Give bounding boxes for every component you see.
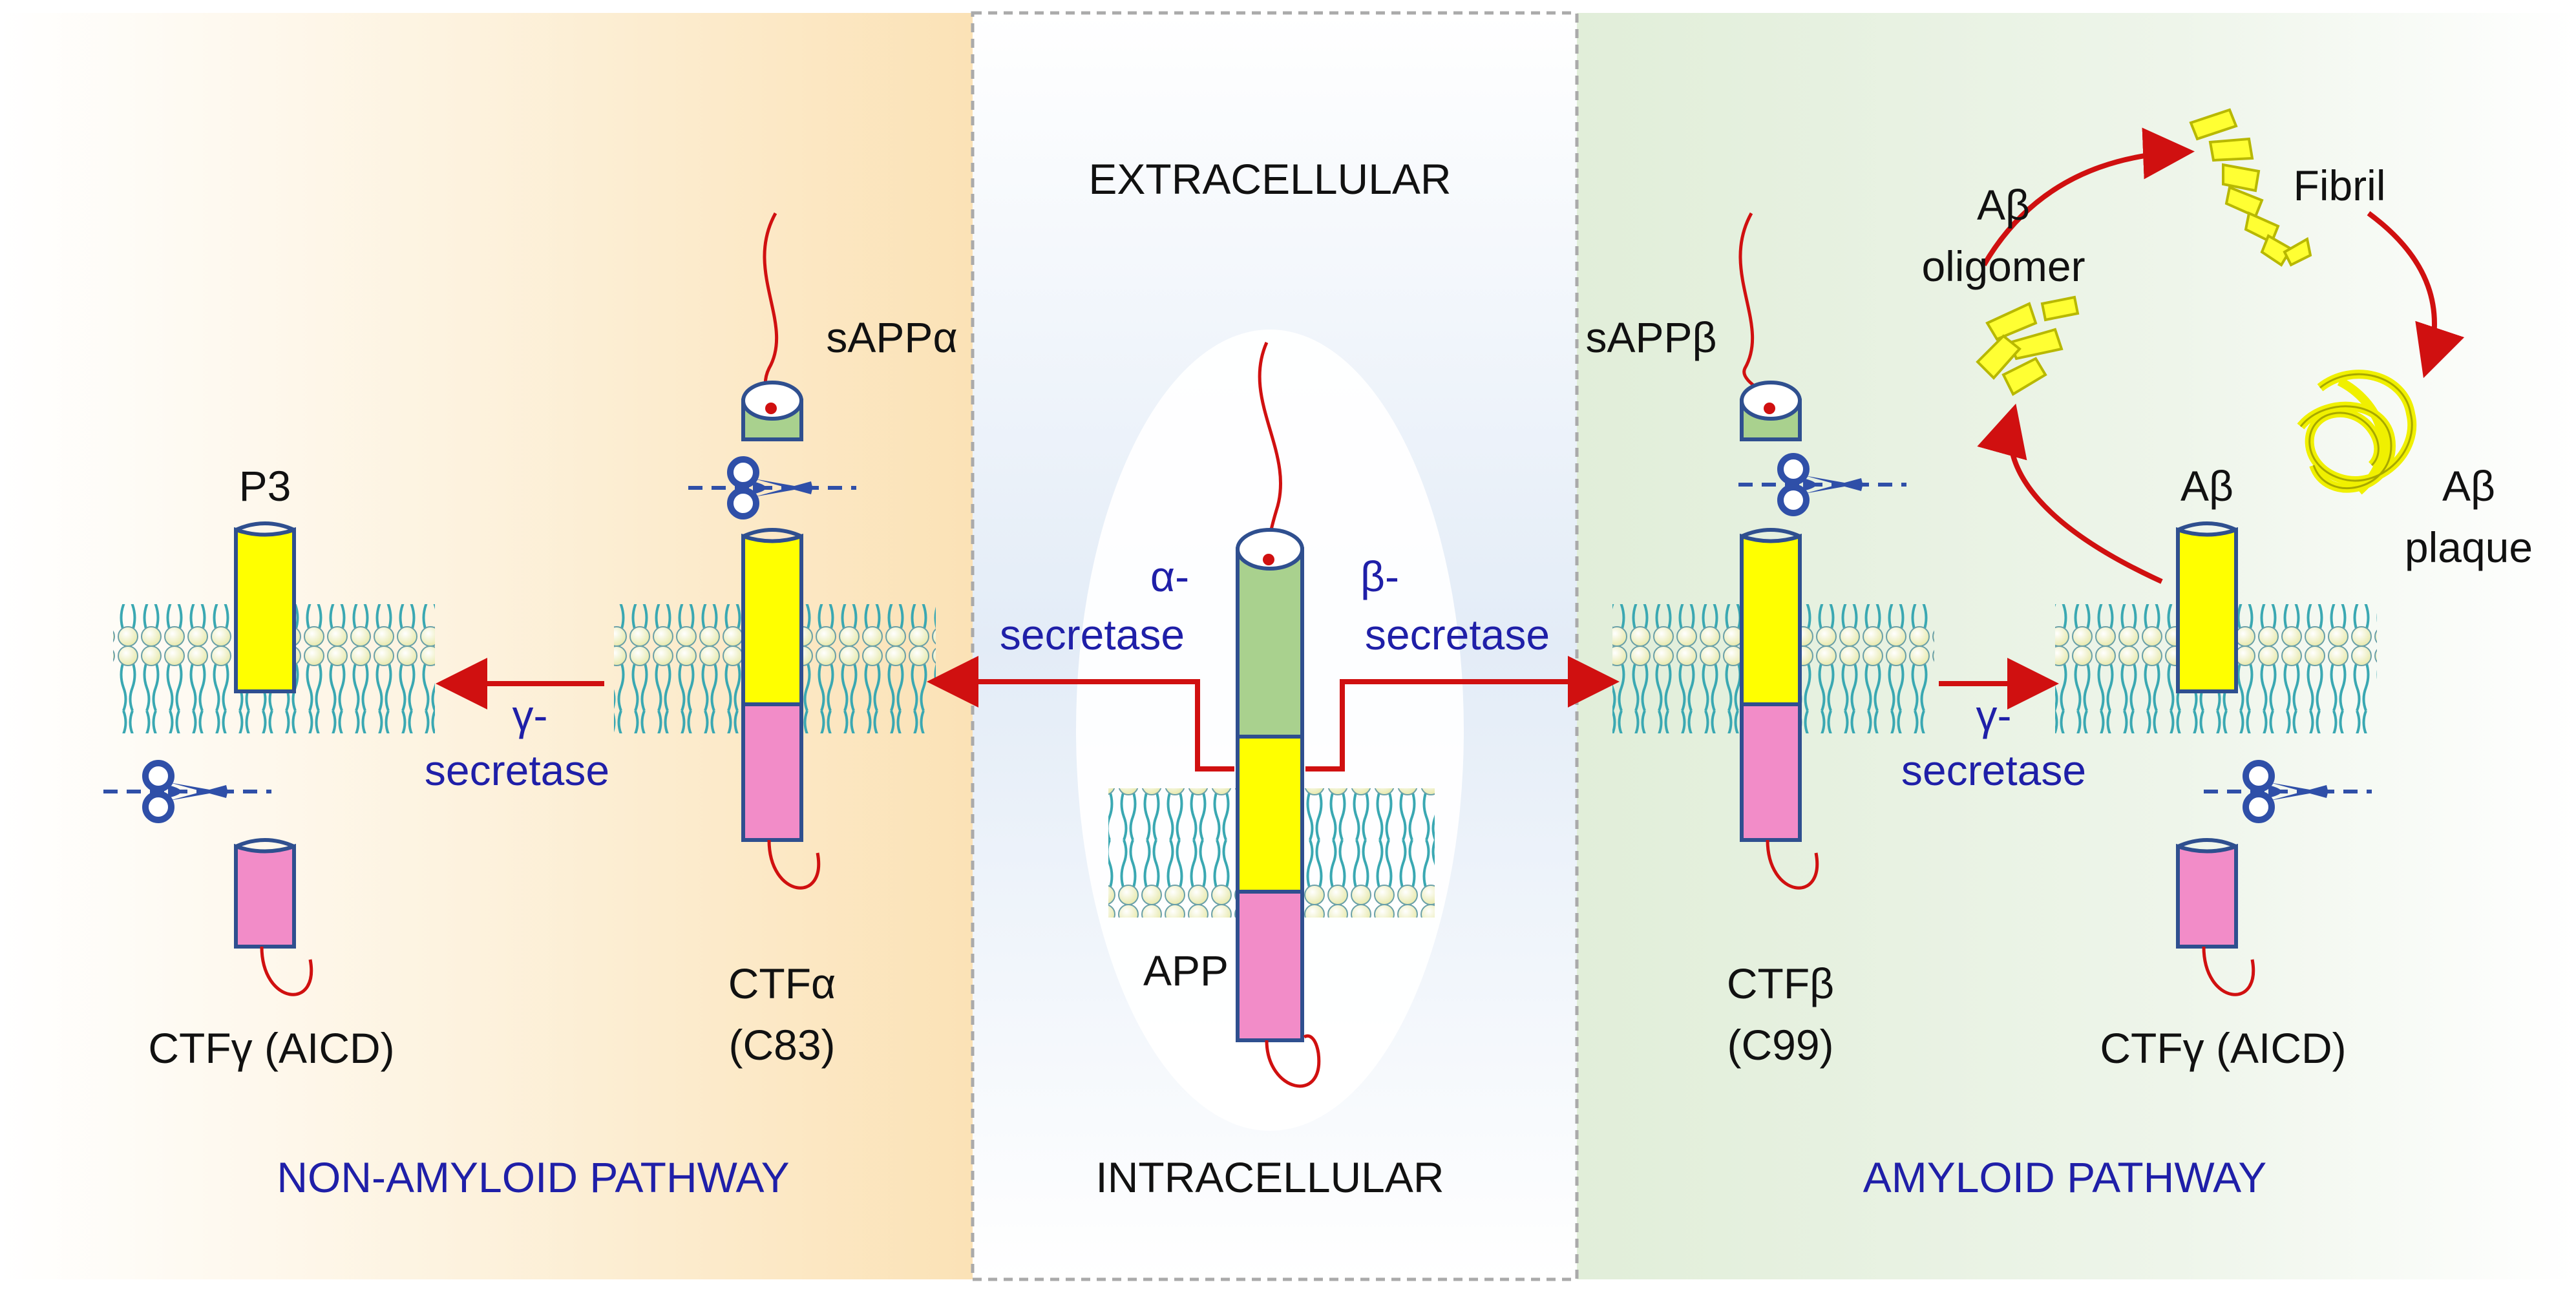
ctf-gamma-left-label: CTFγ (AICD)	[148, 1024, 394, 1072]
curved-arrow-icon	[2367, 211, 2465, 379]
p3-fragment	[234, 521, 296, 693]
app-label: APP	[1143, 947, 1229, 994]
alpha-secretase-arrow	[927, 656, 1234, 771]
ctf-gamma-right-label: CTFγ (AICD)	[2100, 1024, 2346, 1072]
abeta-plaque-label-1: Aβ	[2442, 462, 2495, 510]
fibril-label: Fibril	[2294, 162, 2386, 209]
non-amyloid-pathway-label: NON-AMYLOID PATHWAY	[277, 1153, 789, 1201]
fibril-shape	[2189, 108, 2312, 267]
beta-secretase-label-1: β-	[1360, 552, 1399, 600]
ctf-alpha-fragment	[741, 528, 821, 890]
ctf-alpha-label-1: CTFα	[728, 960, 836, 1007]
abeta-plaque-outline	[2299, 373, 2413, 489]
app-protein	[1236, 341, 1321, 1088]
gamma-left-label-2: secretase	[425, 746, 609, 794]
sappb-label: sAPPβ	[1585, 313, 1716, 361]
gamma-left-label-1: γ-	[512, 691, 548, 739]
ctf-beta-label-1: CTFβ	[1727, 960, 1834, 1007]
p3-label: P3	[239, 462, 291, 510]
abeta-plaque-label-2: plaque	[2405, 523, 2533, 571]
ctf-beta-fragment	[1740, 528, 1819, 890]
curved-arrow-icon	[1981, 127, 2195, 267]
alpha-secretase-label-1: α-	[1150, 552, 1189, 600]
ctf-beta-label-2: (C99)	[1727, 1021, 1833, 1069]
beta-secretase-arrow	[1305, 656, 1620, 771]
ctf-gamma-right-fragment	[2176, 838, 2255, 996]
curved-arrow-icon	[1977, 403, 2163, 584]
beta-secretase-label-2: secretase	[1365, 611, 1550, 658]
intracellular-label: INTRACELLULAR	[1095, 1153, 1444, 1201]
sappa-fragment	[741, 212, 803, 441]
extracellular-label: EXTRACELLULAR	[1088, 155, 1451, 203]
abeta-fragment	[2176, 521, 2238, 693]
abeta-oligomer-label-1: Aβ	[1977, 181, 2030, 229]
gamma-right-label-2: secretase	[1901, 746, 2086, 794]
sappb-fragment	[1738, 212, 1802, 441]
gamma-right-label-1: γ-	[1976, 691, 2012, 739]
ctf-gamma-left-fragment	[234, 838, 313, 996]
ctf-alpha-label-2: (C83)	[728, 1021, 835, 1069]
sappa-label: sAPPα	[826, 313, 957, 361]
abeta-label: Aβ	[2180, 462, 2233, 510]
amyloid-pathway-label: AMYLOID PATHWAY	[1863, 1153, 2267, 1201]
alpha-secretase-label-2: secretase	[1000, 611, 1185, 658]
abeta-oligomer-shape	[1976, 295, 2080, 396]
abeta-oligomer-label-2: oligomer	[1921, 242, 2085, 290]
